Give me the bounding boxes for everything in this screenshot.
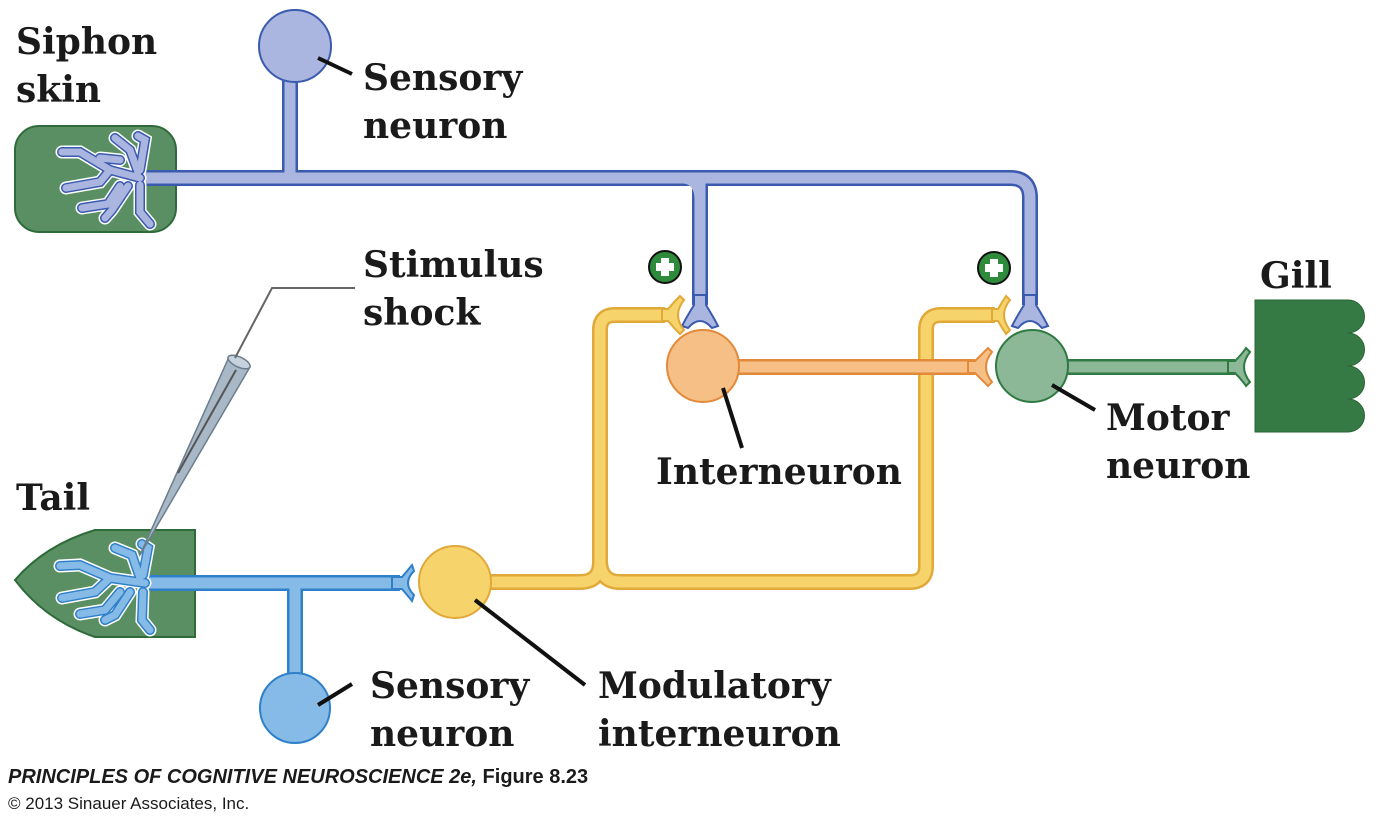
siphon-terminal-motor <box>1010 294 1050 330</box>
leader-modulatory <box>473 598 587 687</box>
tail-dendrites <box>53 537 157 637</box>
interneuron-terminal <box>967 346 994 388</box>
electrode-top <box>227 354 251 370</box>
siphon-branch-to-interneuron <box>682 172 706 201</box>
label-modulatory-interneuron: Modulatory interneuron <box>598 665 843 755</box>
label-siphon-sensory-neuron: Sensory neuron <box>363 57 535 147</box>
label-tail: Tail <box>16 477 90 519</box>
tail-sensory-soma <box>259 672 331 744</box>
stimulus-leader-line <box>234 287 355 359</box>
siphon-dendrites <box>55 129 157 231</box>
interneuron-soma <box>666 329 740 403</box>
label-stimulus-shock: Stimulus shock <box>363 244 556 334</box>
leader-motor <box>1050 383 1097 412</box>
tail-sensory-terminal <box>391 562 416 604</box>
tail-sensory-axon <box>140 577 400 680</box>
siphon-sensory-axon-outline <box>130 80 1038 305</box>
label-siphon-skin: Siphon skin <box>16 21 170 111</box>
leader-interneuron <box>721 387 744 449</box>
modulatory-soma <box>418 545 492 619</box>
modulatory-terminal-motor <box>991 294 1012 336</box>
electrode-body <box>139 355 252 556</box>
book-title: PRINCIPLES OF COGNITIVE NEUROSCIENCE 2e <box>8 766 472 788</box>
figure-number: Figure 8.23 <box>482 766 589 788</box>
motor-soma <box>995 329 1069 403</box>
siphon-sensory-soma <box>258 9 332 83</box>
siphon-sensory-neuron <box>130 9 1050 330</box>
label-motor-neuron: Motor neuron <box>1106 397 1250 487</box>
stimulus-electrode <box>139 287 355 556</box>
motor-neuron <box>995 329 1252 403</box>
interneuron <box>666 329 994 403</box>
plus-marker-motor <box>977 251 1011 285</box>
label-interneuron: Interneuron <box>656 451 902 493</box>
siphon-sensory-axon <box>130 80 1036 305</box>
leader-tail-sensory <box>316 682 354 707</box>
leader-siphon-sensory <box>317 56 353 76</box>
copyright-notice: © 2013 Sinauer Associates, Inc. <box>8 794 250 813</box>
gill-tissue <box>1254 299 1365 433</box>
label-tail-sensory-neuron: Sensory neuron <box>370 665 542 755</box>
tail-sensory-neuron <box>140 562 416 744</box>
electrode-wire-core <box>177 369 237 474</box>
figure-caption-title: PRINCIPLES OF COGNITIVE NEUROSCIENCE 2e,… <box>8 766 589 788</box>
modulatory-interneuron <box>418 294 1012 619</box>
label-gill: Gill <box>1260 255 1332 297</box>
plus-marker-interneuron <box>648 250 682 284</box>
modulatory-terminal-interneuron <box>661 294 686 336</box>
motor-terminal <box>1227 346 1252 388</box>
modulatory-axon <box>480 309 995 588</box>
siphon-terminal-interneuron <box>680 294 720 330</box>
